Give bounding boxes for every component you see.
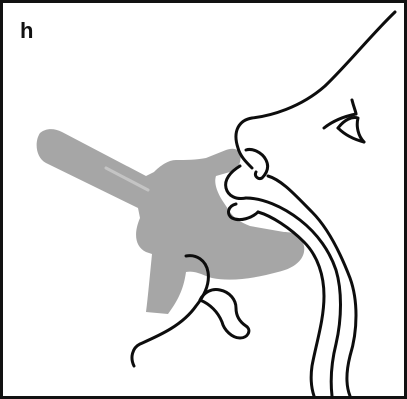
face-lower-lip <box>229 204 258 220</box>
face-forehead-nose <box>236 12 395 168</box>
face-eyebrow <box>352 100 356 114</box>
panel-label: h <box>20 20 33 42</box>
face-chin <box>200 289 249 338</box>
